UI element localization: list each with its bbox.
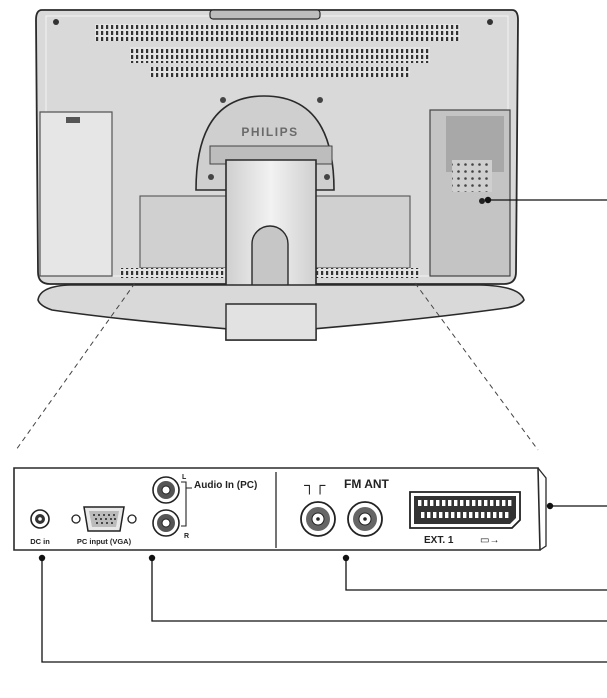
pc-input-label: PC input (VGA)	[77, 537, 132, 546]
antenna-icon: ┐┌	[304, 477, 326, 495]
vga-connector	[71, 506, 137, 532]
zoom-guide-right	[414, 282, 539, 451]
top-vent-grille	[150, 67, 410, 77]
speaker-grille	[452, 160, 492, 192]
scart-connector	[409, 491, 521, 529]
screw-icon	[53, 19, 59, 25]
fm-antenna-connector	[347, 501, 383, 537]
brand-logo: PHILIPS	[241, 125, 298, 139]
dc-in-label: DC in	[30, 537, 50, 546]
ext1-input-icon: ▭→	[480, 535, 499, 546]
audio-right-label: R	[184, 533, 189, 540]
audio-in-right-jack	[152, 509, 180, 537]
audio-left-label: L	[182, 474, 187, 481]
dc-in-jack	[30, 509, 50, 529]
left-side-panel	[39, 111, 113, 277]
tv-antenna-connector	[300, 501, 336, 537]
top-handle	[209, 9, 321, 20]
tv-rear-view: PHILIPS	[35, 9, 525, 341]
ext1-label: EXT. 1	[424, 535, 454, 546]
top-vent-grille	[95, 24, 460, 41]
leader-line-vga	[151, 558, 607, 622]
audio-in-left-jack	[152, 476, 180, 504]
audio-in-label: Audio In (PC)	[194, 480, 257, 491]
connector-panel-closeup: DC in PC input (VGA) L R	[13, 467, 547, 551]
leader-lines	[41, 505, 607, 663]
leader-line-dc-in	[41, 558, 607, 663]
leader-line-antenna	[345, 558, 607, 591]
audio-bracket	[181, 481, 187, 527]
zoom-guide-left	[15, 282, 136, 451]
top-vent-grille	[130, 47, 430, 63]
fm-ant-label: FM ANT	[344, 477, 390, 491]
screw-icon	[487, 19, 493, 25]
